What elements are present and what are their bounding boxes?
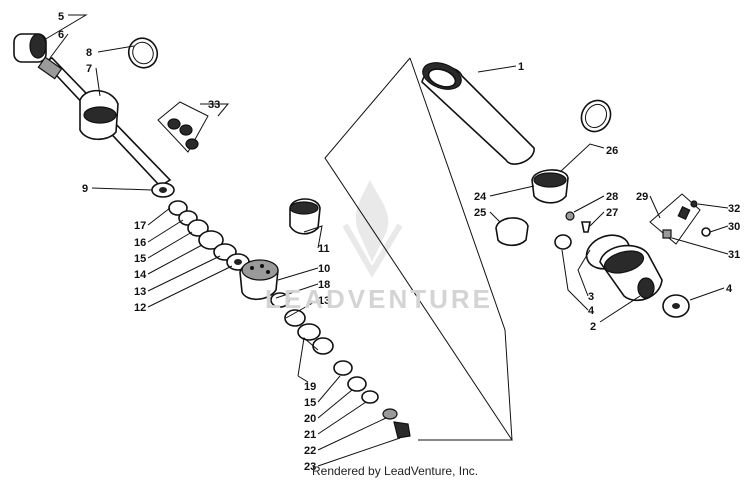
callout-19: 19 — [304, 381, 316, 393]
callout-20: 20 — [304, 413, 316, 425]
callout-4a: 4 — [588, 305, 595, 317]
callout-17: 17 — [134, 220, 146, 232]
bumper-top — [83, 106, 117, 124]
callout-5: 5 — [58, 11, 64, 23]
callout-6: 6 — [58, 29, 64, 41]
seal-head-24 — [531, 169, 569, 204]
callout-15a: 15 — [134, 253, 146, 265]
callout-3: 3 — [588, 291, 594, 303]
callout-8: 8 — [86, 47, 92, 59]
callout-7: 7 — [86, 63, 92, 75]
shaft-sleeve — [37, 56, 63, 80]
callout-24: 24 — [474, 191, 487, 203]
callout-32: 32 — [728, 203, 740, 215]
callout-labels: 5 6 8 7 33 9 17 16 15 14 13 12 11 10 18 … — [58, 11, 740, 473]
callout-11: 11 — [318, 243, 330, 255]
piston-assembly — [239, 198, 321, 301]
callout-13a: 13 — [134, 286, 146, 298]
callout-14: 14 — [134, 269, 147, 281]
callout-23: 23 — [304, 461, 316, 473]
washer-28 — [565, 211, 575, 221]
callout-12: 12 — [134, 302, 146, 314]
callout-2: 2 — [590, 321, 596, 333]
leader-lines — [43, 14, 729, 467]
callout-15b: 15 — [304, 397, 316, 409]
bushing-set-33 — [157, 101, 209, 153]
render-credit: Rendered by LeadVenture, Inc. — [312, 464, 479, 478]
washer-stack-upper — [151, 182, 250, 271]
callout-18: 18 — [318, 279, 330, 291]
watermark-brand-text: LEADVENTURE — [265, 284, 494, 314]
shaft-eye-assembly — [13, 33, 209, 188]
valve-27 — [581, 221, 591, 233]
assembly-outline — [324, 57, 513, 441]
callout-30: 30 — [728, 221, 740, 233]
band-25 — [495, 217, 529, 247]
reservoir-2 — [585, 234, 663, 302]
washer-4a — [554, 234, 572, 250]
eye-bore — [29, 33, 47, 59]
callout-13b: 13 — [318, 295, 330, 307]
callout-16: 16 — [134, 237, 146, 249]
callout-26: 26 — [606, 145, 618, 157]
callout-27: 27 — [606, 207, 618, 219]
callout-21: 21 — [304, 429, 316, 441]
callout-31: 31 — [728, 249, 740, 261]
callout-22: 22 — [304, 445, 316, 457]
callout-25: 25 — [474, 207, 486, 219]
callout-29: 29 — [636, 191, 648, 203]
washer-17 — [168, 200, 188, 216]
callout-33: 33 — [208, 99, 220, 111]
valve-group-29 — [649, 193, 711, 245]
washer-15 — [187, 219, 209, 237]
callout-10: 10 — [318, 263, 330, 275]
callout-1: 1 — [518, 61, 524, 73]
callout-28: 28 — [606, 191, 618, 203]
callout-9: 9 — [82, 183, 88, 195]
callout-4b: 4 — [726, 283, 733, 295]
shock-body — [421, 62, 535, 165]
washer-14 — [198, 230, 224, 250]
